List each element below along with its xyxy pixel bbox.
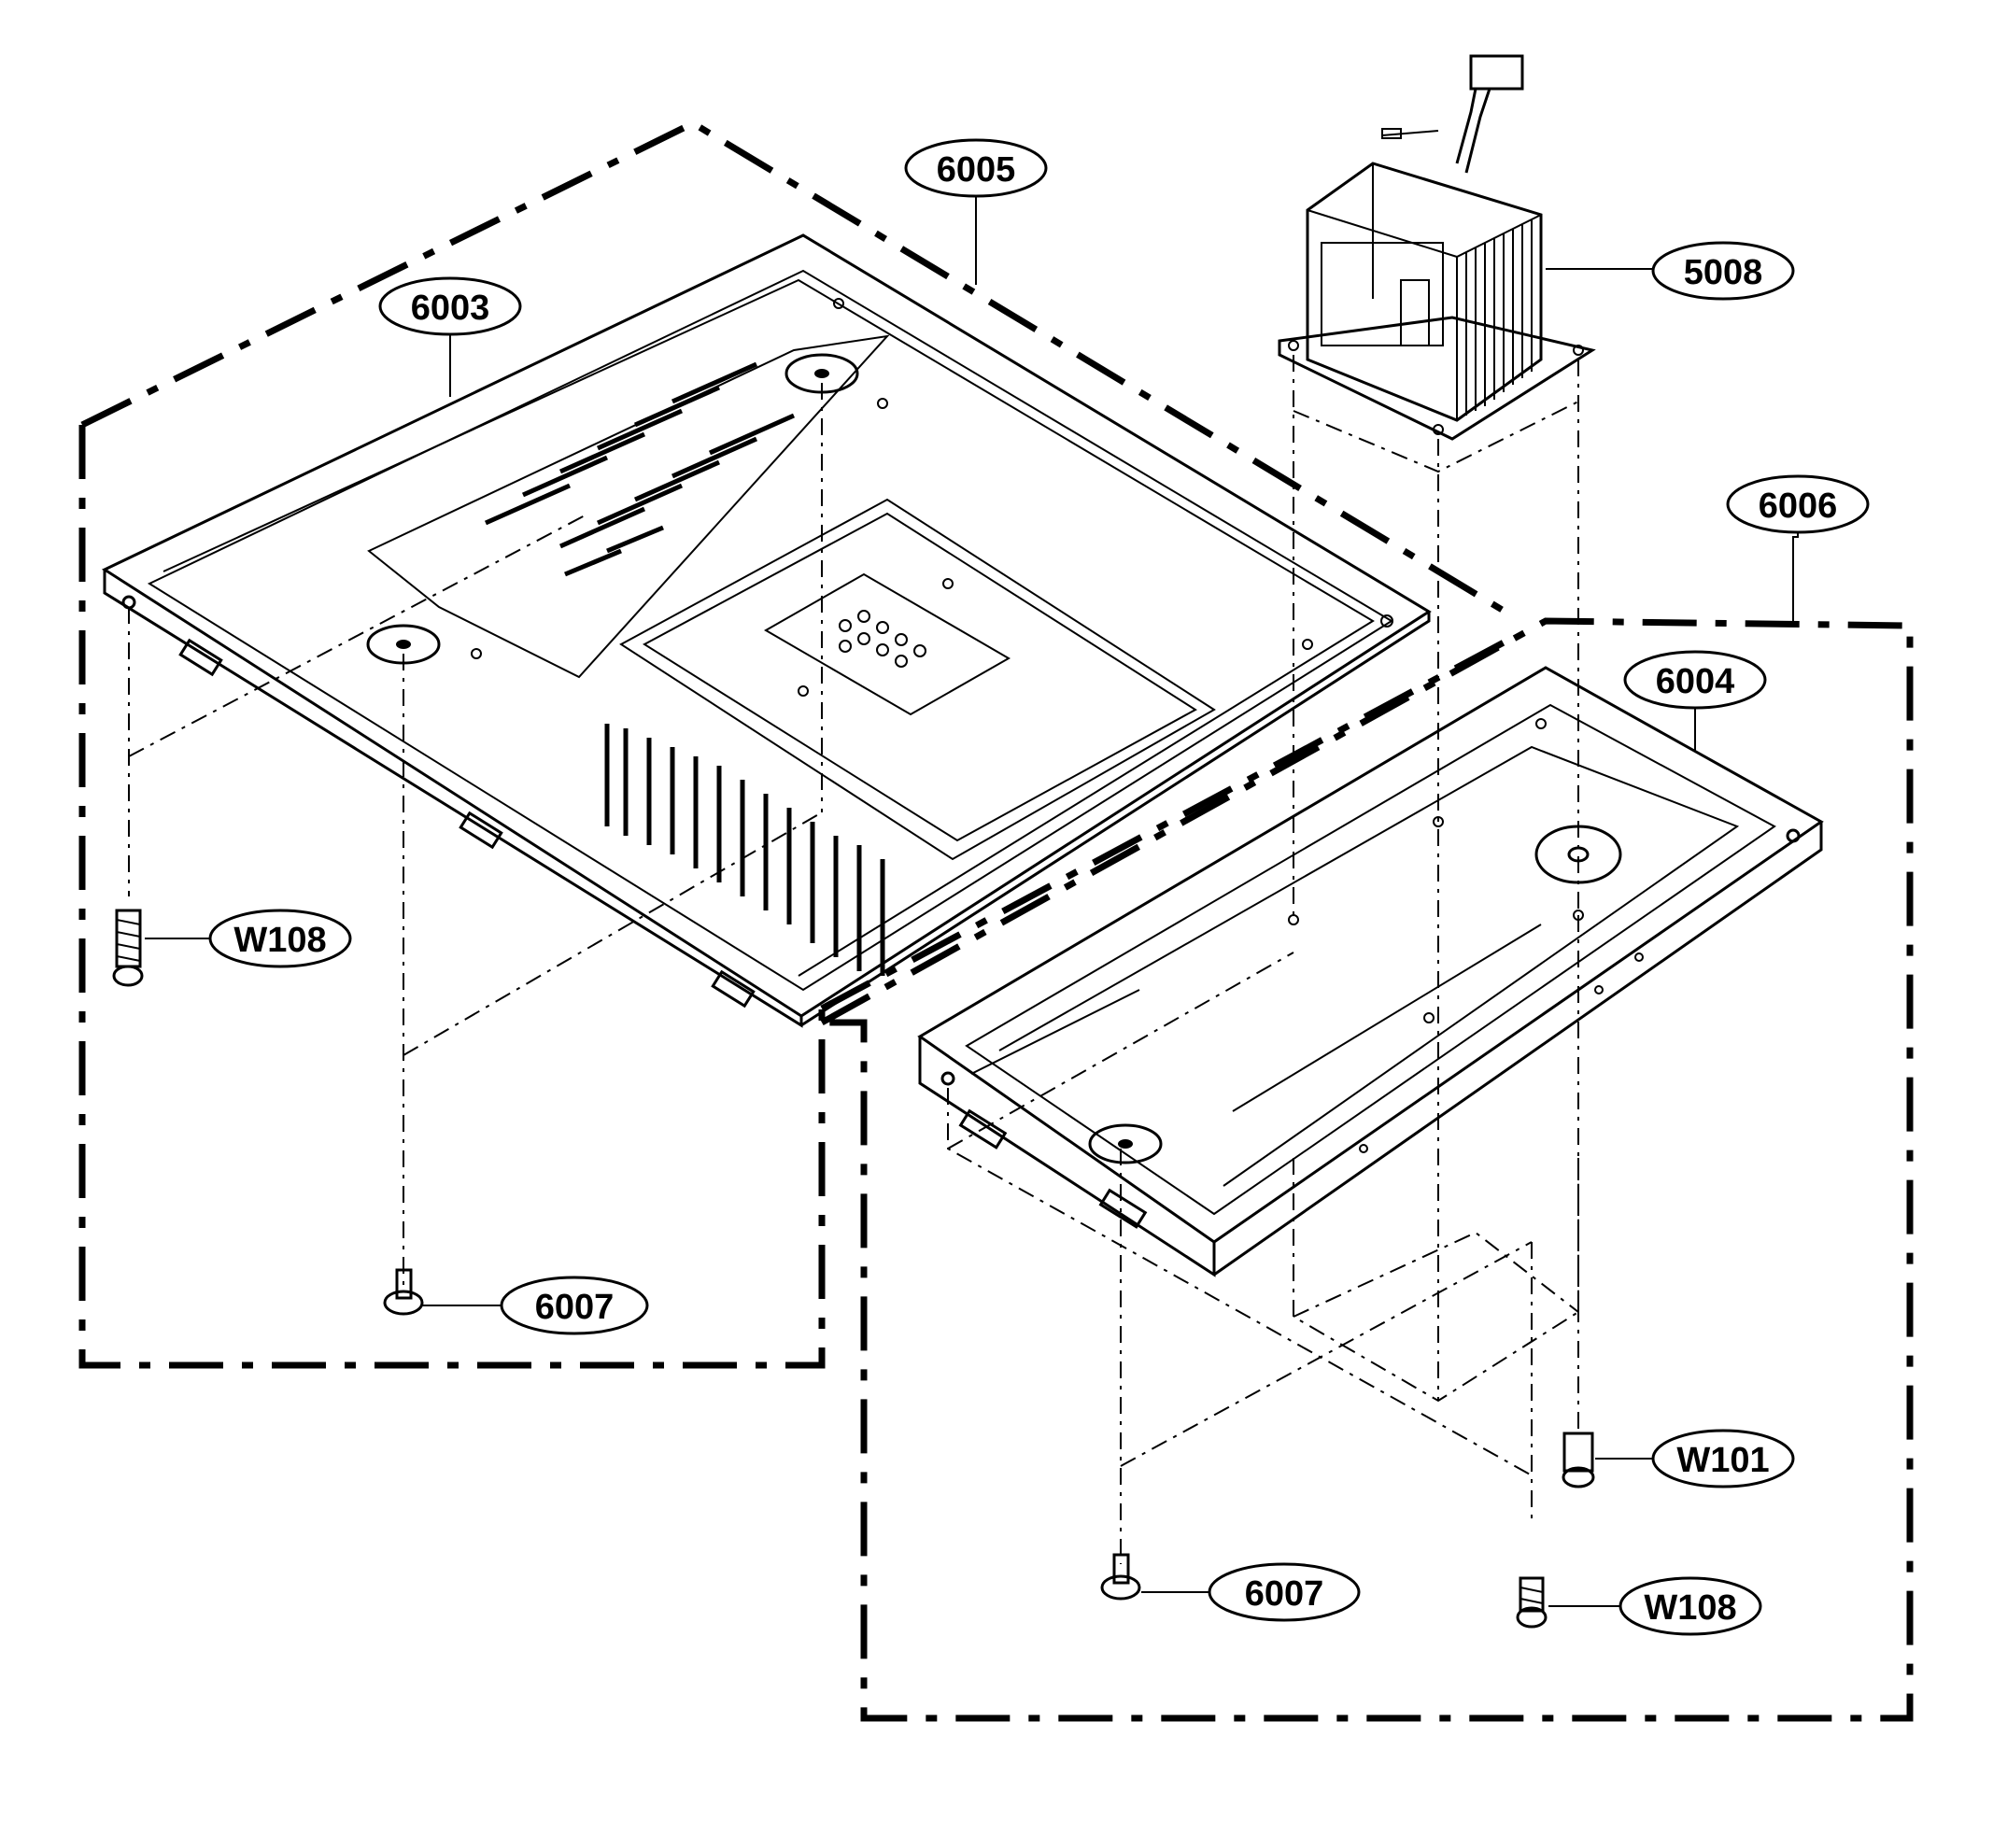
right-group-outline [809,617,1914,1722]
label-6006: 6006 [1759,487,1838,526]
label-6005: 6005 [937,150,1016,190]
callout-6003: 6003 [378,276,522,397]
callout-5008: 5008 [1546,241,1795,301]
callout-6006: 6006 [1726,474,1870,621]
screw-w108-left [112,909,144,987]
left-group-outline [78,120,1519,1369]
vent-holes-center [839,610,926,668]
label-w108-left: W108 [233,921,326,960]
vent-slots-top [484,361,796,577]
foot-screw-6007-right [1100,1553,1141,1601]
callout-6007-right: 6007 [1141,1562,1361,1622]
label-6007-left: 6007 [535,1288,615,1327]
foot-screw-6007-left [383,1268,424,1316]
label-6004: 6004 [1656,662,1735,701]
transformer-fins [1465,219,1533,416]
vent-slots-side [604,724,885,976]
callout-w108-left: W108 [145,909,352,968]
callout-w108-right: W108 [1548,1576,1762,1636]
label-w108-right: W108 [1644,1588,1736,1628]
label-w101: W101 [1676,1441,1769,1480]
screw-w108-right [1516,1576,1548,1629]
right-plate-6004 [917,666,1824,1277]
base-plate-6003 [101,233,1432,1028]
callout-w101: W101 [1595,1429,1795,1488]
screw-w101 [1562,1432,1595,1488]
label-6007-right: 6007 [1245,1574,1324,1614]
assembly-lines [128,383,1579,1564]
label-6003: 6003 [411,289,490,328]
callout-6005: 6005 [904,138,1048,285]
callout-6004: 6004 [1623,650,1767,752]
label-5008: 5008 [1684,253,1763,292]
transformer-5008 [1278,54,1596,1403]
callout-6007-left: 6007 [422,1276,649,1335]
connector [1469,54,1524,91]
